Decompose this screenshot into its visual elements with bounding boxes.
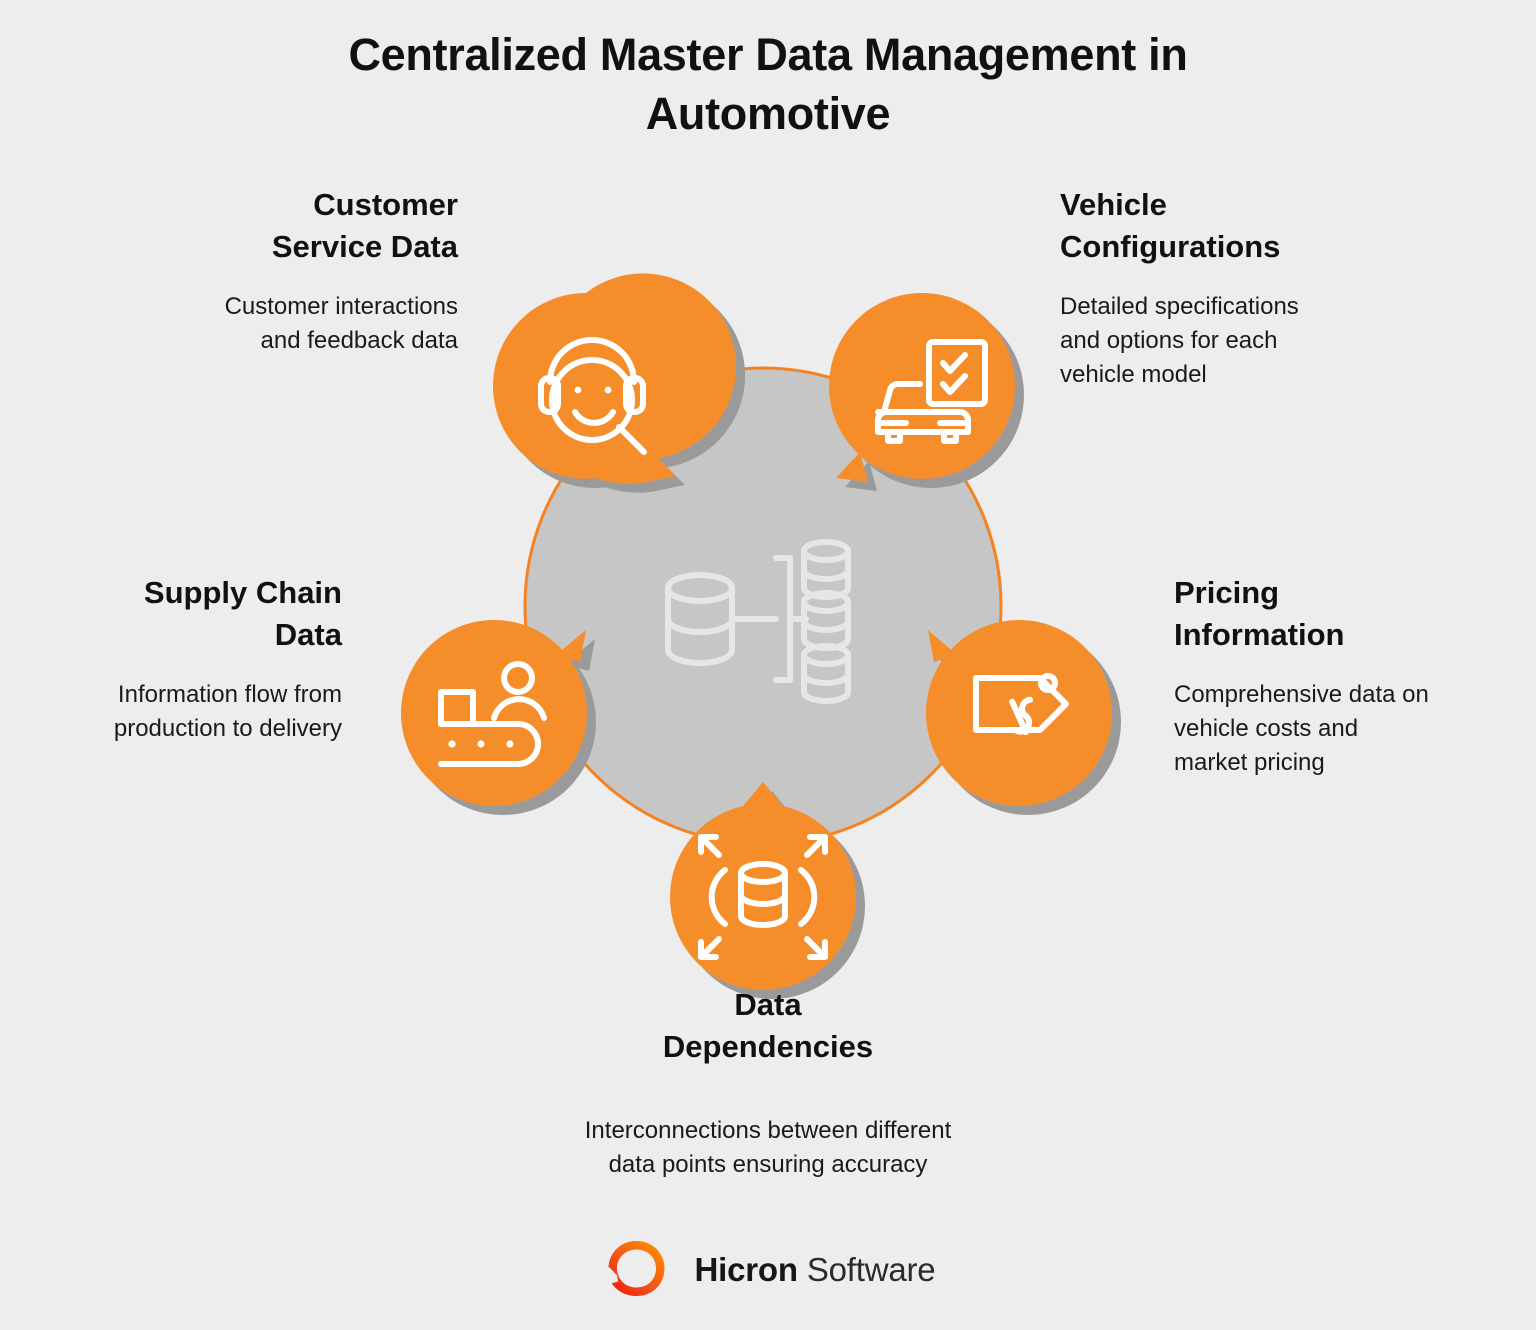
master-data-distribution-icon [665, 539, 851, 704]
label-heading: Customer Service Data [271, 187, 458, 265]
logo-name-light: Software [806, 1251, 936, 1288]
label-heading: Data Dependencies [662, 987, 874, 1065]
label-data-dependencies: Data Dependencies Interconnections betwe… [468, 984, 1068, 1182]
logo-wordmark: Hicron Software [695, 1251, 936, 1289]
central-hub [523, 366, 1003, 846]
label-supply-chain-data: Supply Chain Data Information flow from … [42, 572, 342, 746]
database-expand-arrows-icon [698, 834, 828, 960]
label-heading: Supply Chain Data [143, 575, 342, 653]
hicron-software-logo: Hicron Software [601, 1234, 936, 1306]
label-customer-service-data: Customer Service Data Customer interacti… [120, 184, 458, 358]
hicron-ring-logo-icon [608, 1241, 665, 1296]
price-tag-dollar-icon [973, 673, 1070, 736]
conveyor-belt-worker-icon [438, 661, 547, 767]
page-title: Centralized Master Data Management in Au… [348, 29, 1188, 139]
label-heading: Vehicle Configurations [1060, 187, 1281, 265]
label-pricing-information: Pricing Information Comprehensive data o… [1174, 572, 1494, 781]
label-vehicle-configurations: Vehicle Configurations Detailed specific… [1060, 184, 1400, 393]
label-description: Information flow from production to deli… [113, 681, 342, 743]
label-description: Interconnections between different data … [584, 1117, 952, 1179]
label-description: Detailed specifications and options for … [1060, 293, 1299, 389]
car-checklist-icon [875, 339, 988, 444]
label-heading: Pricing Information [1174, 575, 1345, 653]
label-description: Customer interactions and feedback data [224, 293, 458, 355]
logo-name-bold: Hicron [694, 1251, 799, 1288]
label-description: Comprehensive data on vehicle costs and … [1174, 681, 1429, 777]
headset-support-smiley-icon [538, 337, 647, 455]
